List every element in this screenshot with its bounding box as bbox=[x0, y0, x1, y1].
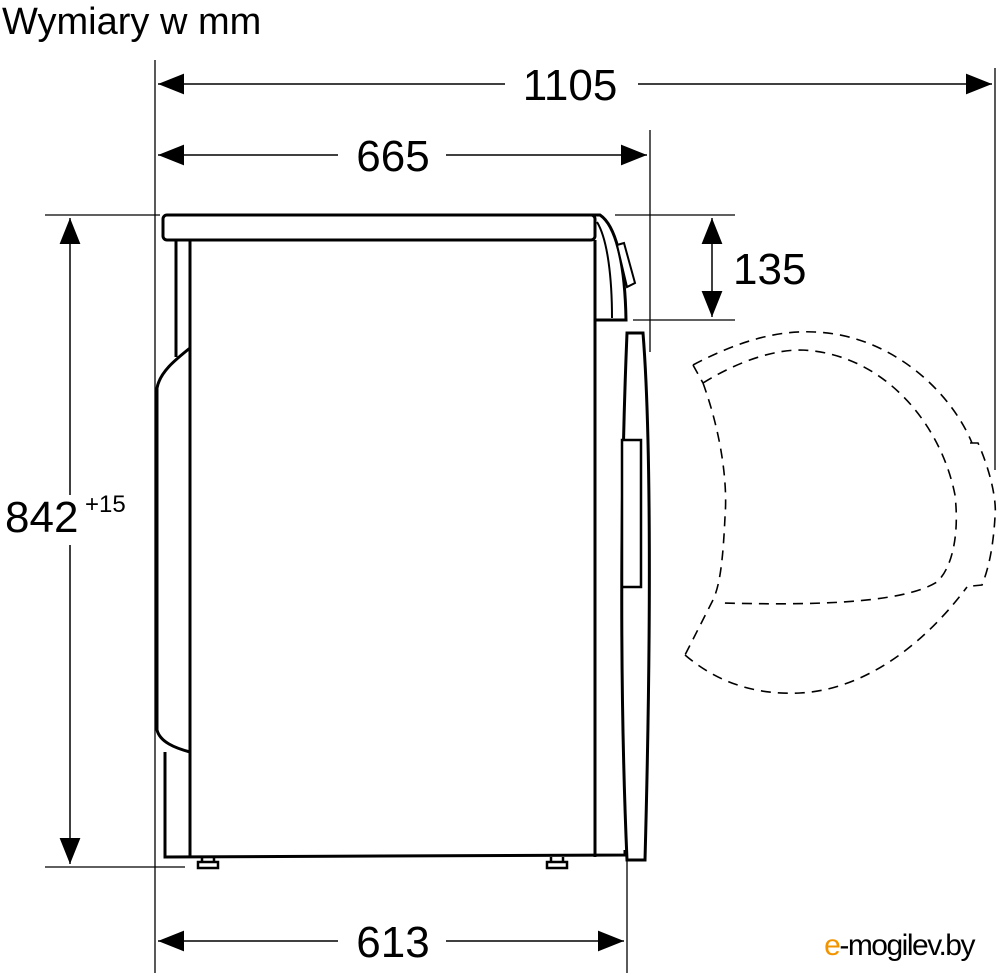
dimension-label-depth: 665 bbox=[356, 132, 429, 181]
dimension-label-height-tolerance: +15 bbox=[85, 491, 126, 518]
dimension-613: 613 bbox=[158, 918, 624, 967]
dimension-label-total-depth: 1105 bbox=[523, 61, 618, 110]
dimension-665: 665 bbox=[158, 132, 647, 181]
open-door-outline bbox=[684, 330, 997, 695]
dimension-label-body-depth: 613 bbox=[356, 918, 429, 967]
dimension-label-height: 842 bbox=[5, 493, 78, 542]
dimension-label-top-height: 135 bbox=[733, 245, 806, 294]
extension-lines bbox=[45, 60, 996, 973]
dimension-842: 842 +15 bbox=[5, 218, 126, 864]
page-title: Wymiary w mm bbox=[2, 1, 261, 43]
dimension-135: 135 bbox=[701, 218, 806, 317]
watermark-text: -mogilev.by bbox=[839, 929, 975, 962]
dryer-side-view bbox=[155, 213, 651, 870]
watermark-prefix: e bbox=[824, 929, 841, 962]
watermark-logo: e-mogilev.by bbox=[820, 927, 978, 965]
dimension-1105: 1105 bbox=[158, 61, 992, 110]
